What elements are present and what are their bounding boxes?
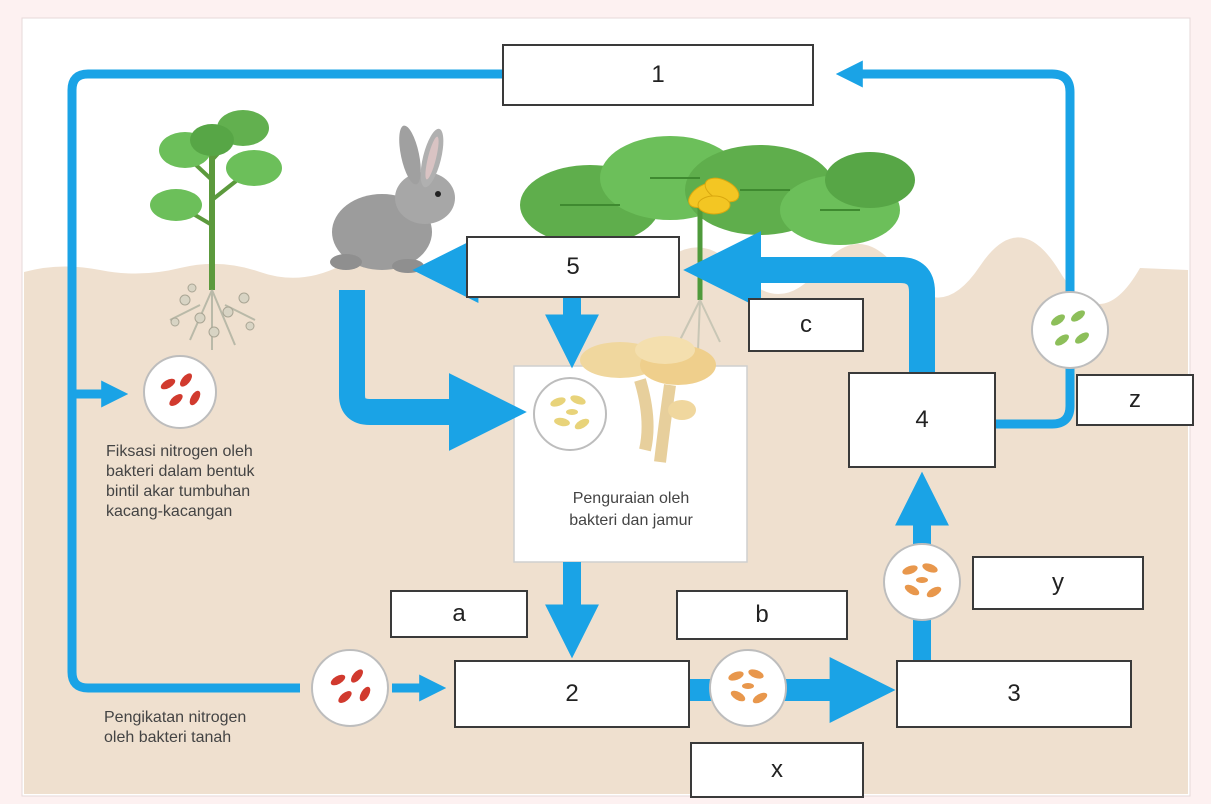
box-2: 2 — [454, 660, 690, 728]
box-1: 1 — [502, 44, 814, 106]
arrow-1-left-loop — [67, 69, 502, 693]
box-a: a — [390, 590, 528, 638]
rabbit-icon — [330, 125, 455, 273]
box-y: y — [972, 556, 1144, 610]
bacteria-z-icon — [1031, 291, 1109, 369]
mushroom-icon — [580, 336, 716, 463]
box-3: 3 — [896, 660, 1132, 728]
legume-plant-icon — [150, 110, 282, 350]
box-c: c — [748, 298, 864, 352]
box-x: x — [690, 742, 864, 798]
bacteria-binding-icon — [311, 649, 389, 727]
arrow-rabbit-to-decomposition — [339, 290, 527, 451]
fixation-caption: Fiksasi nitrogen oleh bakteri dalam bent… — [106, 443, 255, 520]
box-z: z — [1076, 374, 1194, 426]
bacteria-y-icon — [883, 543, 961, 621]
pumpkin-plant-icon — [520, 136, 915, 351]
binding-caption: Pengikatan nitrogen oleh bakteri tanah — [104, 709, 247, 746]
bacteria-x-icon — [709, 649, 787, 727]
bacteria-icon — [143, 291, 1109, 727]
box-5: 5 — [466, 236, 680, 298]
box-b: b — [676, 590, 848, 640]
arrow-4-to-1 — [835, 60, 1075, 429]
box-4: 4 — [848, 372, 996, 468]
bacteria-decomposition-icon — [533, 377, 607, 451]
decomposition-caption: Penguraian oleh bakteri dan jamur — [569, 490, 693, 529]
arrow-4-to-plant — [683, 231, 935, 374]
bacteria-fixation-icon — [143, 355, 217, 429]
